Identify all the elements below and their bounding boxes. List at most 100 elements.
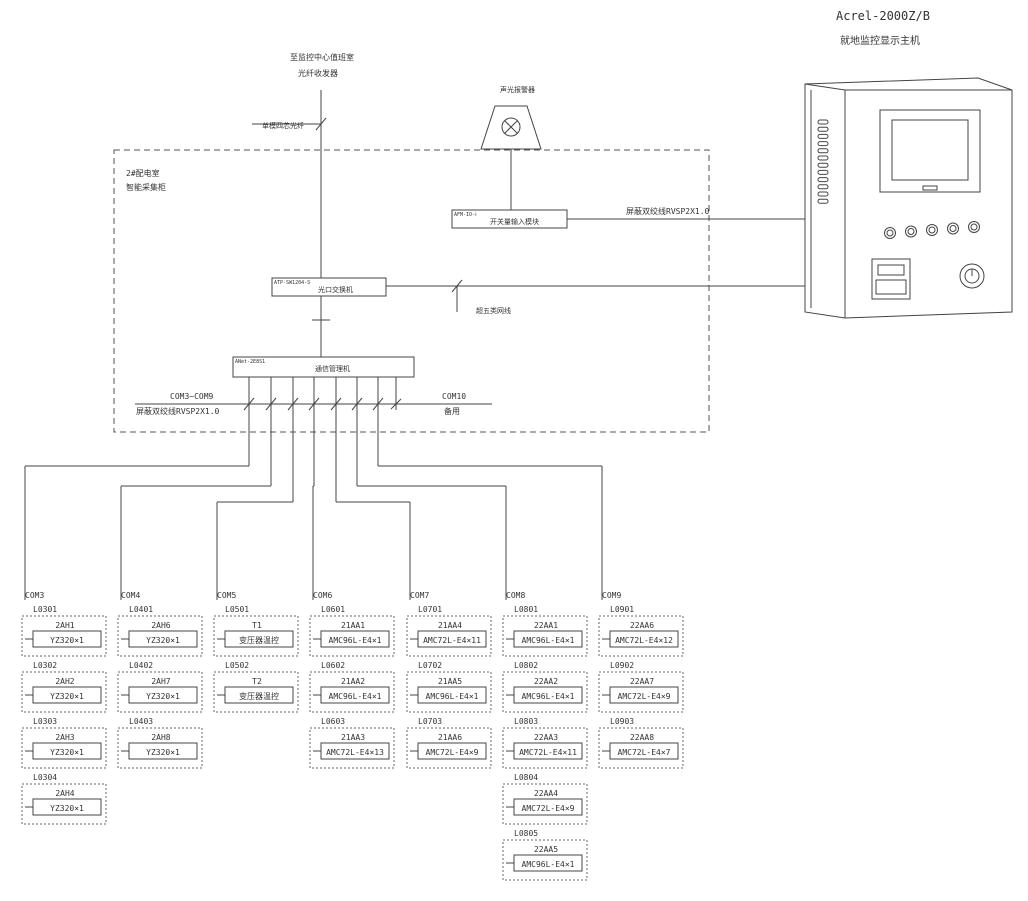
cabinet-label: 22AA1 bbox=[534, 621, 558, 630]
loop-label: L0804 bbox=[514, 773, 538, 782]
meter-label: AMC72L-E4×9 bbox=[522, 804, 575, 813]
led-icon bbox=[817, 133, 829, 139]
bus-cable-label: 屏蔽双绞线RVSP2X1.0 bbox=[136, 406, 220, 416]
led-icon bbox=[817, 177, 829, 183]
meter-label: YZ320×1 bbox=[50, 636, 84, 645]
loop-label: L0602 bbox=[321, 661, 345, 670]
io-cable-label: 屏蔽双绞线RVSP2X1.0 bbox=[626, 206, 710, 216]
drop-tick bbox=[287, 397, 299, 411]
loop-label: L0902 bbox=[610, 661, 634, 670]
host-model: Acrel-2000Z/B bbox=[836, 9, 930, 23]
host-power-switch-icon bbox=[959, 263, 985, 289]
loop-label: L0403 bbox=[129, 717, 153, 726]
loop-label: L0802 bbox=[514, 661, 538, 670]
knob-inner-icon bbox=[970, 223, 978, 231]
room-enclosure bbox=[113, 149, 710, 433]
meter-label: AMC72L-E4×13 bbox=[326, 748, 384, 757]
drop-tick bbox=[372, 397, 384, 411]
drop-tick bbox=[308, 397, 320, 411]
com10-tick bbox=[390, 398, 402, 410]
led-icon bbox=[817, 141, 829, 147]
meter-label: AMC72L-E4×12 bbox=[615, 636, 673, 645]
cabinet-frame bbox=[502, 671, 588, 713]
loop-label: L0303 bbox=[33, 717, 57, 726]
cabinet-frame bbox=[213, 671, 299, 713]
loop-label: L0402 bbox=[129, 661, 153, 670]
loop-label: L0805 bbox=[514, 829, 538, 838]
cabinet-label: 22AA4 bbox=[534, 789, 558, 798]
column-com4: COM4L04012AH6YZ320×1L04022AH7YZ320×1L040… bbox=[117, 485, 271, 769]
led-icon bbox=[817, 191, 829, 197]
cabinet-label: 2AH6 bbox=[151, 621, 170, 630]
com10-label: COM10 bbox=[442, 392, 466, 401]
host-indicator-leds bbox=[817, 119, 829, 204]
cabinet-frame bbox=[406, 727, 492, 769]
meter-label: YZ320×1 bbox=[146, 692, 180, 701]
cabinet-frame bbox=[598, 671, 684, 713]
meter-label: AMC96L-E4×1 bbox=[522, 860, 575, 869]
meter-label: YZ320×1 bbox=[50, 692, 84, 701]
cabinet-label: 2AH2 bbox=[55, 677, 74, 686]
knob-icon bbox=[926, 224, 938, 236]
loop-label: L0702 bbox=[418, 661, 442, 670]
meter-label: YZ320×1 bbox=[146, 748, 180, 757]
cabinet-frame bbox=[21, 671, 107, 713]
cabinet-label: 22AA6 bbox=[630, 621, 654, 630]
knob-icon bbox=[947, 222, 959, 235]
room-line2: 智能采集柜 bbox=[126, 182, 166, 192]
drop-tick bbox=[330, 397, 342, 411]
meter-label: AMC72L-E4×11 bbox=[519, 748, 577, 757]
cabinet-frame bbox=[502, 615, 588, 657]
fiber-tick bbox=[315, 117, 327, 131]
meter-label: AMC72L-E4×11 bbox=[423, 636, 481, 645]
loop-label: L0603 bbox=[321, 717, 345, 726]
gateway-drops bbox=[243, 377, 384, 502]
led-icon bbox=[817, 155, 829, 161]
fiber-cable-label: 单模四芯光纤 bbox=[262, 121, 304, 130]
cabinet-label: T1 bbox=[252, 621, 262, 630]
drop-tick bbox=[265, 397, 277, 411]
column-com7: COM7L070121AA4AMC72L-E4×11L070221AA5AMC9… bbox=[336, 501, 492, 769]
loop-label: L0801 bbox=[514, 605, 538, 614]
loop-label: L0301 bbox=[33, 605, 57, 614]
host-printer-icon bbox=[871, 258, 911, 300]
switch-model: ATP-SW1204-S bbox=[274, 280, 310, 286]
knob-icon bbox=[884, 227, 896, 239]
host-knobs bbox=[884, 221, 980, 239]
cabinet-label: 21AA6 bbox=[438, 733, 462, 742]
led-icon bbox=[817, 184, 829, 190]
cabinet-label: 21AA3 bbox=[341, 733, 365, 742]
host-cabinet bbox=[804, 77, 1013, 319]
knob-inner-icon bbox=[907, 228, 915, 235]
knob-inner-icon bbox=[886, 229, 894, 237]
alarm-icon bbox=[480, 105, 542, 150]
led-icon bbox=[817, 162, 829, 168]
loop-label: L0401 bbox=[129, 605, 153, 614]
com-label: COM3 bbox=[25, 591, 44, 600]
loop-label: L0501 bbox=[225, 605, 249, 614]
meter-label: YZ320×1 bbox=[50, 804, 84, 813]
meter-label: YZ320×1 bbox=[50, 748, 84, 757]
cabinet-frame bbox=[502, 727, 588, 769]
column-com3: COM3L03012AH1YZ320×1L03022AH2YZ320×1L030… bbox=[21, 465, 249, 825]
loop-label: L0803 bbox=[514, 717, 538, 726]
cabinet-label: 21AA1 bbox=[341, 621, 365, 630]
knob-icon bbox=[905, 225, 917, 238]
comm-gateway bbox=[232, 356, 415, 378]
cabinet-frame bbox=[309, 615, 395, 657]
cabinet-frame bbox=[21, 727, 107, 769]
meter-label: AMC96L-E4×1 bbox=[329, 636, 382, 645]
meter-label: YZ320×1 bbox=[146, 636, 180, 645]
